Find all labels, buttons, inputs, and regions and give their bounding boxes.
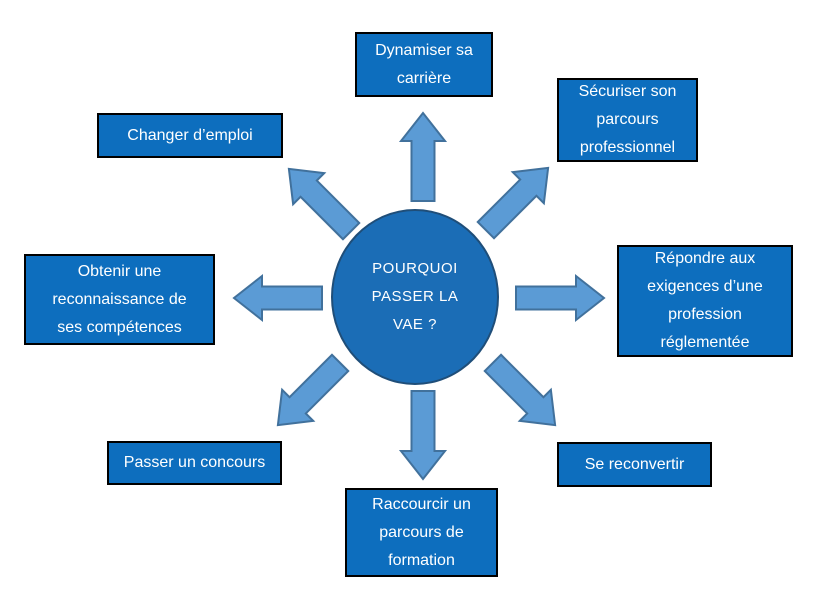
arrow-up-right-icon xyxy=(476,166,550,240)
arrow-right-icon xyxy=(515,273,606,323)
node-se-reconvertir: Se reconvertir xyxy=(557,442,712,487)
center-circle-label: POURQUOI PASSER LA VAE ? xyxy=(371,260,459,333)
arrow-up-icon xyxy=(398,111,448,202)
node-label-securiser-parcours: Sécuriser son parcours professionnel xyxy=(578,83,677,156)
arrow-down-right-icon xyxy=(483,353,557,427)
node-label-obtenir-reconnaissance: Obtenir une reconnaissance de ses compét… xyxy=(52,262,187,336)
node-label-changer-emploi: Changer d’emploi xyxy=(127,126,253,144)
node-obtenir-reconnaissance: Obtenir une reconnaissance de ses compét… xyxy=(24,254,215,345)
node-label-raccourcir-formation: Raccourcir un parcours de formation xyxy=(372,495,471,569)
arrow-down-icon xyxy=(398,390,448,481)
node-changer-emploi: Changer d’emploi xyxy=(97,113,283,158)
node-dynamiser-carriere: Dynamiser sa carrière xyxy=(355,32,493,97)
arrow-left-icon xyxy=(232,273,323,323)
center-circle: POURQUOI PASSER LA VAE ? xyxy=(331,209,499,385)
node-label-dynamiser-carriere: Dynamiser sa carrière xyxy=(375,41,473,87)
arrow-up-left-icon xyxy=(287,167,361,241)
node-label-passer-concours: Passer un concours xyxy=(123,454,266,471)
arrow-down-left-icon xyxy=(276,353,350,427)
node-label-repondre-exigences: Répondre aux exigences d’une profession … xyxy=(647,250,763,351)
node-raccourcir-formation: Raccourcir un parcours de formation xyxy=(345,488,498,577)
node-repondre-exigences: Répondre aux exigences d’une profession … xyxy=(617,245,793,357)
node-label-se-reconvertir: Se reconvertir xyxy=(584,455,685,473)
node-securiser-parcours: Sécuriser son parcours professionnel xyxy=(557,78,698,162)
node-passer-concours: Passer un concours xyxy=(107,441,282,485)
